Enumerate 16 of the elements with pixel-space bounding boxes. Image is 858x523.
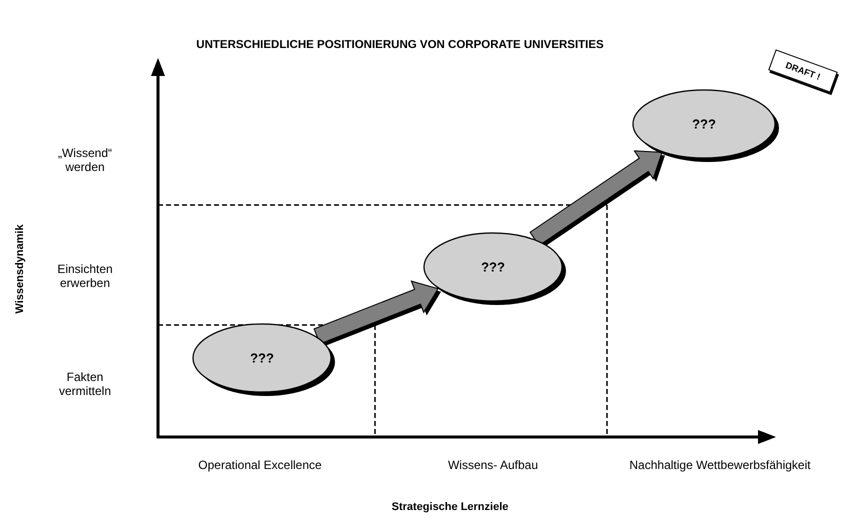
axis-title: Wissensdynamik <box>13 223 27 316</box>
axis-tick-label: Fakten vermitteln <box>58 370 112 398</box>
axis-tick-label: Einsichten erwerben <box>56 262 114 290</box>
axis-title: Strategische Lernziele <box>390 500 510 514</box>
axis-tick-label: Wissens- Aufbau <box>446 458 540 472</box>
ellipse-node <box>632 89 776 159</box>
node-text: ??? <box>249 350 275 366</box>
axis-tick-label: Nachhaltige Wettbewerbsfähigkeit <box>628 458 812 472</box>
axis-tick-label: „Wissend“ werden <box>56 146 113 174</box>
ellipse-node <box>423 232 563 302</box>
node-text: ??? <box>691 116 717 132</box>
ellipse-node <box>192 323 332 393</box>
node-text: ??? <box>480 260 506 274</box>
block-arrow <box>313 280 441 347</box>
chart-title: UNTERSCHIEDLICHE POSITIONIERUNG VON CORPORATE UNIVERSITIES <box>195 38 605 52</box>
axis-tick-label: Operational Excellence <box>197 458 323 472</box>
